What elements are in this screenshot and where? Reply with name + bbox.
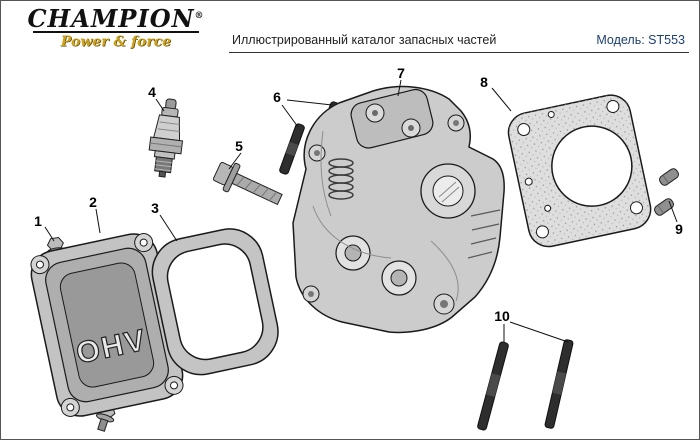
- long-studs: [476, 338, 575, 432]
- callout-5: 5: [235, 138, 243, 154]
- callout-1: 1: [34, 213, 42, 229]
- brand-text: CHAMPION: [27, 4, 195, 33]
- registered-mark-icon: ®: [194, 11, 205, 21]
- callout-10: 10: [494, 308, 510, 324]
- brand-tagline: Power & force: [60, 34, 172, 51]
- header-divider: [229, 52, 689, 53]
- champion-logo: CHAMPION® Power & force: [27, 6, 205, 50]
- valve-cover-gasket: [151, 228, 279, 376]
- callout-8: 8: [480, 74, 488, 90]
- dowel-pins: [652, 166, 681, 218]
- callout-4: 4: [148, 84, 156, 100]
- callout-9: 9: [675, 221, 683, 237]
- callout-7: 7: [397, 65, 405, 81]
- leader-lines: [44, 79, 678, 343]
- callout-6: 6: [273, 89, 281, 105]
- model-label: Модель: ST553: [596, 33, 685, 47]
- logo-underline: [33, 31, 199, 34]
- brand-name: CHAMPION®: [27, 6, 205, 31]
- valve-cover: OHV: [30, 233, 184, 417]
- page-title: Иллюстрированный каталог запасных частей: [232, 33, 497, 47]
- flange-bolt: [212, 161, 283, 206]
- callout-2: 2: [89, 194, 97, 210]
- callout-3: 3: [151, 200, 159, 216]
- head-gasket: [507, 94, 652, 248]
- spark-plug: [148, 98, 184, 178]
- cylinder-head: [292, 85, 505, 334]
